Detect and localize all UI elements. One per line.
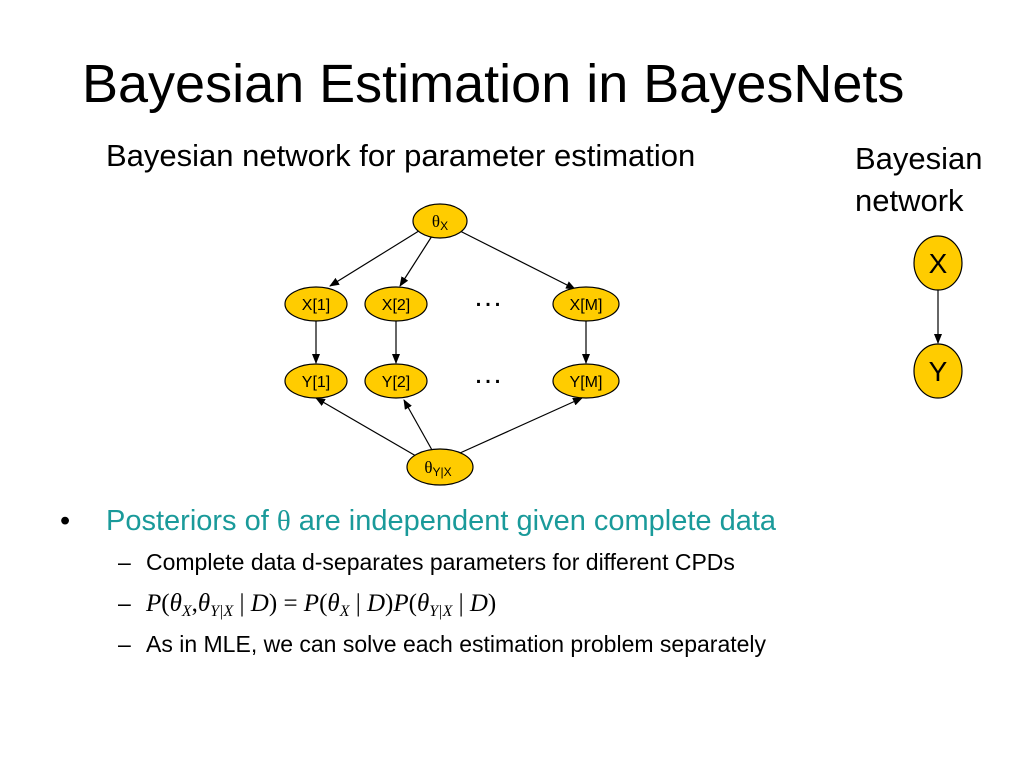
label-x2: X[2] <box>382 297 410 314</box>
edge-thetax-x1 <box>329 228 423 287</box>
node-y2 <box>364 363 428 399</box>
diagram-nodes <box>284 203 963 486</box>
bullet-mark: • <box>60 505 71 537</box>
sub-bullet-3: – As in MLE, we can solve each estimatio… <box>60 624 1000 665</box>
edge-thetayx-ym <box>459 397 583 454</box>
label-y1: Y[1] <box>302 374 330 391</box>
label-x: X <box>929 248 948 279</box>
dash-mark: – <box>118 590 131 616</box>
ellipsis-x-row: … <box>473 280 503 313</box>
node-y1 <box>284 363 348 399</box>
ellipsis-y-row: … <box>473 357 503 390</box>
dash-mark: – <box>118 549 131 575</box>
dash-mark: – <box>118 631 131 657</box>
node-xm <box>552 286 620 322</box>
posterior-formula: P(θX,θY|X | D) = P(θX | D)P(θY|X | D) <box>146 590 497 620</box>
slide-title: Bayesian Estimation in BayesNets <box>82 54 905 114</box>
sub-bullet-3-text: As in MLE, we can solve each estimation … <box>146 631 767 657</box>
node-theta-x <box>412 203 468 239</box>
node-x <box>913 235 963 291</box>
node-theta-yx <box>406 448 474 486</box>
node-x1 <box>284 286 348 322</box>
edge-thetax-xm <box>455 228 576 290</box>
right-subtitle: Bayesian network <box>855 141 983 218</box>
left-subtitle: Bayesian network for parameter estimatio… <box>106 138 696 173</box>
edge-thetayx-y2 <box>403 399 433 451</box>
sub-bullet-1-text: Complete data d-separates parameters for… <box>146 549 735 575</box>
label-theta-x: θX <box>432 212 448 233</box>
bullet-main: • Posteriors of θ are independent given … <box>60 500 1000 542</box>
diagram-edges <box>312 228 942 457</box>
sub-bullet-formula: – P(θX,θY|X | D) = P(θX | D)P(θY|X | D) <box>60 583 1000 624</box>
sub-bullet-1: – Complete data d-separates parameters f… <box>60 542 1000 583</box>
node-x2 <box>364 286 428 322</box>
label-ym: Y[M] <box>570 374 603 391</box>
diagram-labels: θX X[1] X[2] X[M] Y[1] Y[2] Y[M] θY|X X … <box>302 212 948 479</box>
label-xm: X[M] <box>570 297 603 314</box>
edge-thetayx-y1 <box>315 397 417 457</box>
label-x1: X[1] <box>302 297 330 314</box>
node-y <box>913 343 963 399</box>
bullet-list: • Posteriors of θ are independent given … <box>60 500 1000 665</box>
edge-thetax-x2 <box>399 235 433 287</box>
label-y2: Y[2] <box>382 374 410 391</box>
label-y: Y <box>929 356 948 387</box>
label-theta-yx: θY|X <box>424 458 451 479</box>
bullet-main-text: Posteriors of θ are independent given co… <box>106 505 777 537</box>
node-ym <box>552 363 620 399</box>
